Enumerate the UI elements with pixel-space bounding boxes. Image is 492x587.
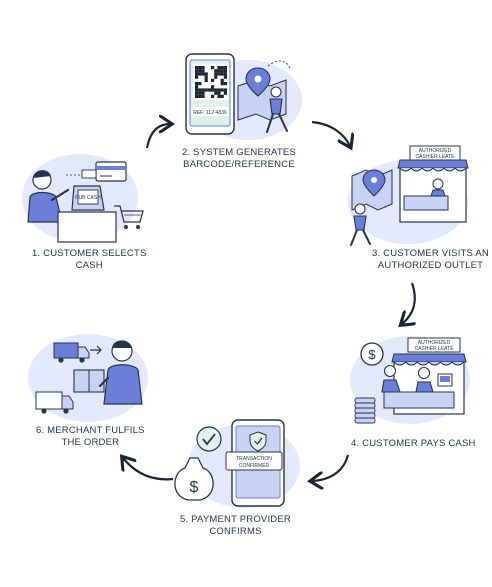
reference-number: REF: 112-4836 (193, 110, 227, 116)
payment-terminal-icon (437, 373, 453, 387)
transaction-card-line-2: CONFIRMED (239, 463, 270, 469)
arrow-right-icon (90, 345, 102, 355)
step-6-label: 6. MERCHANT FULFILS THE ORDER (36, 425, 145, 449)
step-2-label: 2. SYSTEM GENERATES BARCODE/REFERENCE (182, 147, 296, 171)
merchant-figure (98, 340, 143, 405)
step-1-label-line-1: 1. CUSTOMER SELECTS (32, 248, 147, 259)
arrow-2-to-3 (311, 120, 350, 146)
step-1-label: 1. CUSTOMER SELECTS CASH (32, 248, 146, 272)
step-5-label-line-2: CONFIRMS (209, 525, 262, 537)
step-6-label-line-1: 6. MERCHANT FULFILS (36, 425, 145, 436)
step-5-label-line-1: 5. PAYMENT PROVIDER (180, 514, 291, 525)
storefront (397, 145, 469, 223)
dashed-path (267, 60, 291, 69)
customer-figure (381, 364, 401, 393)
outlet-sign-line-2: CASHIER LEATE (414, 346, 454, 352)
step-3-illustration: AUTHORIZED CASHIER LEATE (348, 145, 469, 246)
svg-text:$: $ (368, 347, 376, 362)
step-2-illustration: REF: 112-4836 (185, 53, 302, 140)
kiosk-terminal: PUB CASH (57, 185, 117, 243)
arrow-4-to-5 (312, 454, 350, 481)
outlet-sign-line-1: AUTHORIZED (419, 148, 452, 154)
svg-text:$: $ (190, 479, 199, 496)
location-pin-icon (245, 67, 271, 97)
walking-person (350, 203, 371, 246)
outlet-sign-line-2: CASHIER LEATE (415, 154, 455, 160)
coin-stack-icon (354, 397, 376, 424)
outlet-sign-line-1: AUTHORIZED (418, 340, 451, 346)
package-box-icon (73, 369, 105, 393)
customer-figure (27, 170, 70, 223)
step-6-illustration (28, 334, 148, 422)
shopping-cart-icon (114, 205, 144, 229)
step-4-illustration: $ AUTHORIZED CASHIER LEATE (350, 336, 470, 424)
step-5-illustration: TRANSACTION CONFIRMED $ (174, 419, 300, 508)
walking-person (266, 86, 288, 133)
step-5-label: 5. PAYMENT PROVIDER CONFIRMS (180, 514, 291, 538)
step-2-label-line-1: 2. SYSTEM GENERATES (182, 147, 296, 158)
location-pin-icon (362, 169, 386, 197)
step-3-label-line-2: AUTHORIZED OUTLET (377, 259, 484, 271)
step-3-label-line-1: 3. CUSTOMER VISITS AN (372, 248, 489, 259)
arrow-3-to-4 (402, 282, 415, 324)
step-6-label-line-2: THE ORDER (61, 436, 120, 448)
dollar-coin-icon: $ (360, 342, 384, 366)
qr-code-icon (193, 64, 229, 100)
step-4-label-line-1: 4. CUSTOMER PAYS CASH (351, 438, 476, 449)
delivery-truck-icon (35, 391, 74, 414)
delivery-truck-icon (53, 342, 90, 363)
step-2-label-line-2: BARCODE/REFERENCE (183, 158, 295, 170)
step-3-label: 3. CUSTOMER VISITS AN AUTHORIZED OUTLET (372, 248, 489, 272)
transaction-card-line-1: TRANSACTION (236, 456, 272, 462)
arrow-1-to-2 (145, 124, 170, 149)
arrow-5-to-6 (123, 458, 174, 481)
kiosk-screen-text: PUB CASH (75, 195, 101, 201)
shield-check-icon (249, 431, 267, 452)
cash-bill-icon (66, 169, 97, 179)
money-bag-icon: $ (174, 457, 214, 501)
credit-card-icon (95, 161, 127, 182)
check-circle-icon (196, 426, 222, 452)
step-1-label-line-2: CASH (75, 259, 103, 271)
cashier-figure (415, 366, 434, 393)
step-1-illustration: PUB CASH (22, 154, 144, 243)
step-4-label: 4. CUSTOMER PAYS CASH (351, 438, 476, 450)
